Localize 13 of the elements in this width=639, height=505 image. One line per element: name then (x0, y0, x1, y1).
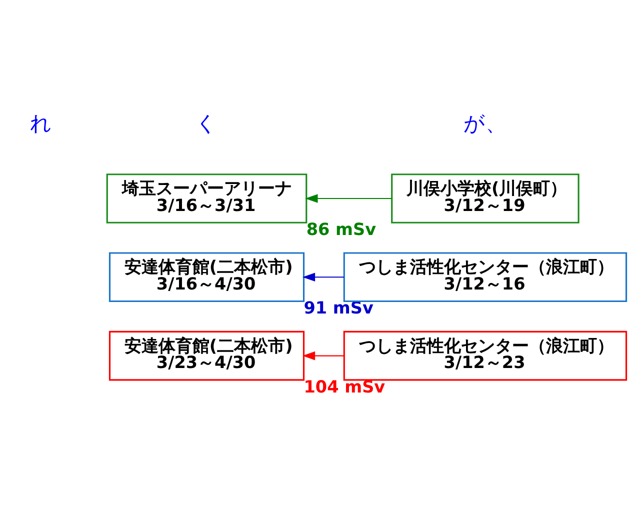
arrow (302, 272, 344, 282)
label: れ (30, 111, 52, 136)
node-box: 安達体育館(二本松市) 3/16～4/30 (108, 252, 305, 302)
arrow (305, 194, 392, 203)
label: く (196, 111, 218, 136)
node-box: 川俣小学校(川俣町） 3/12～19 (391, 174, 580, 224)
arrow (302, 351, 344, 360)
node-box: 埼玉スーパーアリーナ 3/16～3/31 (106, 174, 308, 224)
node-box: つしま活性化センター（浪江町） 3/12～23 (343, 330, 628, 381)
node-label: 86 mSv (306, 218, 376, 239)
label: が、 (464, 111, 507, 136)
node-box: 安達体育館(二本松市) 3/23～4/30 (108, 330, 305, 381)
node-box: つしま活性化センター（浪江町） 3/12～16 (343, 252, 628, 302)
